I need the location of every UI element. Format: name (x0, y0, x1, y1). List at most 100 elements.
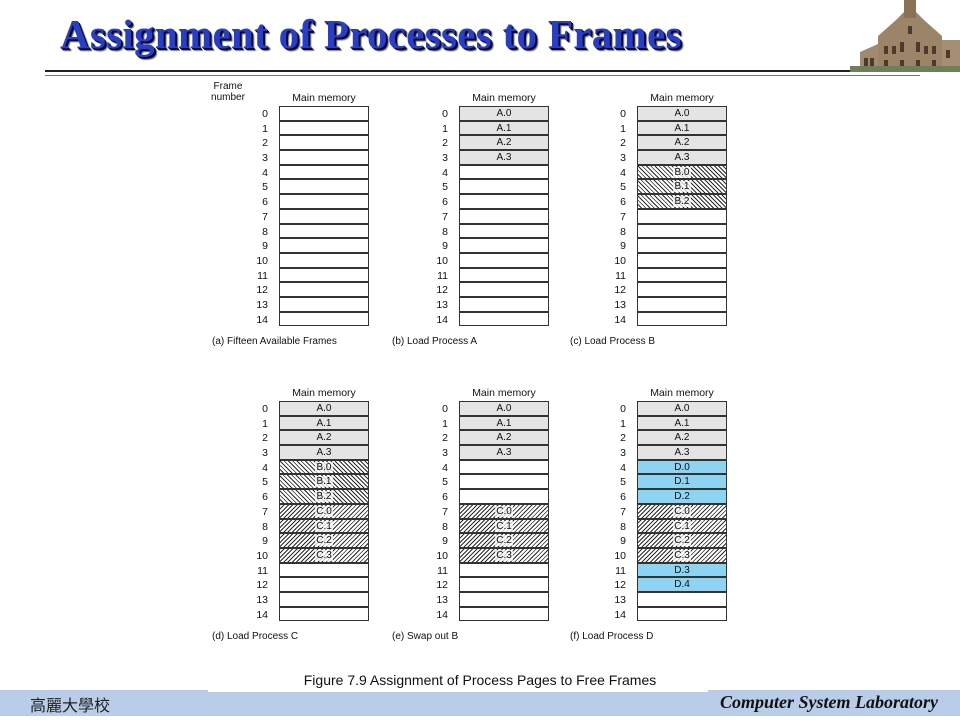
frame-number: 7 (620, 505, 626, 518)
frame-cell-empty (459, 606, 549, 622)
frame-number: 5 (442, 476, 448, 489)
frame-cell-empty (459, 282, 549, 297)
page-label: C.0 (495, 505, 513, 517)
frame-cell-process-a: A.1 (637, 120, 727, 136)
page-label: C.1 (495, 520, 513, 532)
page-label: C.0 (673, 505, 691, 517)
frame-row: 9 (566, 238, 736, 254)
frame-cell-process-a: A.1 (459, 120, 549, 136)
frame-number: 11 (437, 269, 448, 282)
frame-number: 3 (262, 152, 268, 165)
frame-row: 6 (388, 489, 558, 505)
frame-cell-process-a: A.0 (459, 401, 549, 416)
figure-caption: Figure 7.9 Assignment of Process Pages t… (303, 672, 657, 688)
page-label: C.3 (315, 549, 333, 561)
frame-number: 2 (442, 137, 448, 150)
frame-number: 7 (262, 210, 268, 223)
page-label: C.1 (673, 520, 691, 532)
page-label: C.2 (673, 535, 691, 547)
frame-row: 10 (566, 252, 736, 269)
frame-cell-empty (637, 252, 727, 268)
frame-number: 1 (442, 417, 448, 430)
page-label: D.4 (674, 579, 690, 591)
frame-row: 4 (388, 459, 558, 476)
frame-number: 13 (614, 298, 626, 311)
main-memory-header: Main memory (472, 387, 536, 399)
frame-cell-empty (459, 459, 549, 475)
frame-number: 6 (620, 196, 626, 209)
frame-cell-process-c: C.2 (279, 533, 369, 548)
frame-number: 7 (620, 210, 626, 223)
frame-cell-empty (279, 135, 369, 151)
page-label: A.1 (496, 417, 512, 429)
frame-number: 0 (442, 108, 448, 120)
frame-number: 8 (620, 225, 626, 238)
page-label: B.2 (315, 491, 333, 503)
frame-row: 12 (566, 282, 736, 298)
frame-number: 6 (262, 196, 268, 209)
frame-row: 12 D.4 (566, 577, 736, 593)
frame-cell-process-b: B.1 (637, 179, 727, 195)
frame-cell-empty (637, 606, 727, 622)
page-label: C.0 (315, 505, 333, 517)
frame-cell-process-a: A.3 (279, 445, 369, 460)
frame-number: 6 (620, 491, 626, 504)
frame-number: 5 (442, 181, 448, 194)
frame-row: 6 (208, 194, 378, 210)
frame-number: 12 (614, 579, 626, 592)
frame-cell-process-d: D.3 (637, 562, 727, 578)
frame-number: 1 (620, 122, 626, 135)
frame-cell-empty (459, 208, 549, 224)
page-label: A.3 (316, 447, 332, 459)
frame-number: 0 (620, 403, 626, 415)
frame-cell-empty (279, 267, 369, 283)
page-label: B.1 (673, 181, 691, 193)
frame-cell-process-a: A.2 (459, 135, 549, 151)
frame-cell-process-d: D.0 (637, 459, 727, 475)
frame-cell-process-a: A.3 (637, 150, 727, 165)
frame-number: 14 (256, 608, 268, 621)
frame-cell-empty (279, 591, 369, 607)
frame-row: 12 (388, 282, 558, 298)
page-label: A.0 (496, 403, 512, 414)
frame-number: 6 (442, 196, 448, 209)
frame-row: 4 (388, 164, 558, 181)
frame-cell-process-c: C.3 (279, 547, 369, 563)
frame-row: 8 (208, 223, 378, 240)
frame-row: 13 (566, 591, 736, 608)
page-label: A.2 (496, 137, 512, 149)
frame-row: 13 (208, 296, 378, 313)
frame-cell-process-c: C.2 (637, 533, 727, 548)
frame-row: 11 (566, 267, 736, 284)
frame-cell-empty (459, 223, 549, 239)
frame-number: 11 (437, 564, 448, 577)
frame-number: 1 (442, 122, 448, 135)
frame-number: 6 (442, 491, 448, 504)
page-label: A.1 (496, 122, 512, 134)
page-label: C.1 (315, 520, 333, 532)
frame-number: 3 (620, 152, 626, 165)
frame-cell-process-b: B.0 (637, 164, 727, 180)
frame-number: 10 (256, 254, 268, 267)
frame-number: 14 (256, 313, 268, 326)
page-label: A.1 (674, 122, 690, 134)
frame-number: 2 (262, 432, 268, 445)
frame-number: 10 (256, 549, 268, 562)
frame-number: 12 (256, 284, 268, 297)
frame-row: 7 C.0 (566, 503, 736, 520)
panel-caption: (a) Fifteen Available Frames (212, 336, 337, 347)
frame-row: 5 (388, 179, 558, 195)
